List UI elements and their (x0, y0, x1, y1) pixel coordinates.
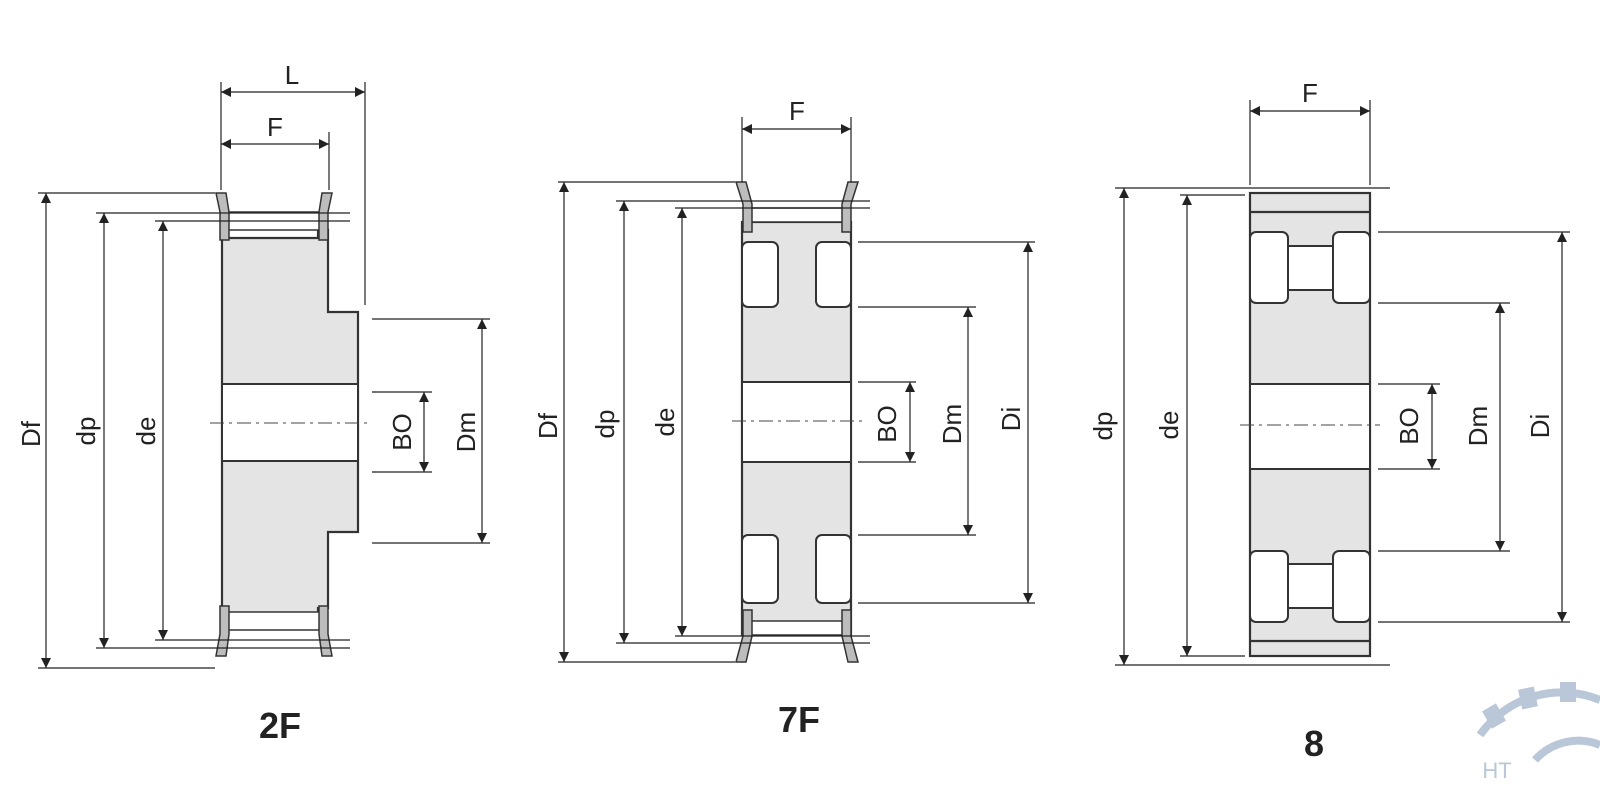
figure-2f: L F Df dp de BO Dm 2F (16, 60, 490, 746)
flange-right-bottom-2f (318, 605, 333, 657)
dim-F-8: F (1302, 78, 1318, 108)
pocket-tl-8 (1249, 231, 1289, 304)
pocket-tr-8 (1332, 231, 1371, 304)
dim-F-2f: F (267, 112, 283, 142)
flange-left-top-7f (734, 181, 753, 233)
dim-de-8: de (1154, 411, 1184, 440)
dim-BO-2f: BO (387, 413, 417, 451)
dim-de-2f: de (131, 417, 161, 446)
window-bottom-8 (1286, 563, 1336, 609)
pocket-br-7f (815, 534, 852, 604)
dim-de-7f: de (650, 408, 680, 437)
flange-right-top-2f (318, 192, 333, 241)
logo-text: HT (1482, 758, 1511, 783)
dim-dp-7f: dp (590, 410, 620, 439)
figure-8: F dp de BO Dm Di 8 (1088, 78, 1570, 764)
dim-BO-7f: BO (872, 405, 902, 443)
pocket-tl-7f (741, 241, 779, 308)
figure-label-7f: 7F (778, 699, 820, 740)
dim-Df-2f: Df (16, 420, 46, 447)
bore-7f (741, 381, 852, 463)
figure-label-2f: 2F (259, 705, 301, 746)
pocket-br-8 (1332, 550, 1371, 623)
dim-Dm-8: Dm (1463, 406, 1493, 446)
belt-top-7f (745, 207, 847, 223)
dim-Di-7f: Di (996, 407, 1026, 432)
pocket-tr-7f (815, 241, 852, 308)
bore-8 (1249, 383, 1371, 470)
flange-right-top-7f (841, 181, 860, 233)
dim-dp-2f: dp (71, 417, 101, 446)
figure-label-8: 8 (1304, 723, 1324, 764)
belt-bottom-7f (745, 620, 847, 636)
dim-Df-7f: Df (533, 412, 563, 439)
belt-bottom-2f (225, 611, 321, 631)
flange-left-bottom-2f (215, 605, 230, 657)
figure-7f: F Df dp de BO Dm Di 7F (533, 96, 1035, 740)
window-top-8 (1286, 245, 1336, 291)
dim-Dm-7f: Dm (937, 404, 967, 444)
flange-left-top-2f (215, 192, 230, 241)
dim-Dm-2f: Dm (451, 412, 481, 452)
dim-dp-8: dp (1088, 412, 1118, 441)
dim-BO-8: BO (1394, 407, 1424, 445)
pocket-bl-8 (1249, 550, 1289, 623)
gear-icon (1476, 688, 1600, 763)
logo: HT (1476, 682, 1600, 783)
dim-F-7f: F (789, 96, 805, 126)
dim-Di-8: Di (1525, 414, 1555, 439)
pocket-bl-7f (741, 534, 779, 604)
dim-L-2f: L (285, 60, 299, 90)
